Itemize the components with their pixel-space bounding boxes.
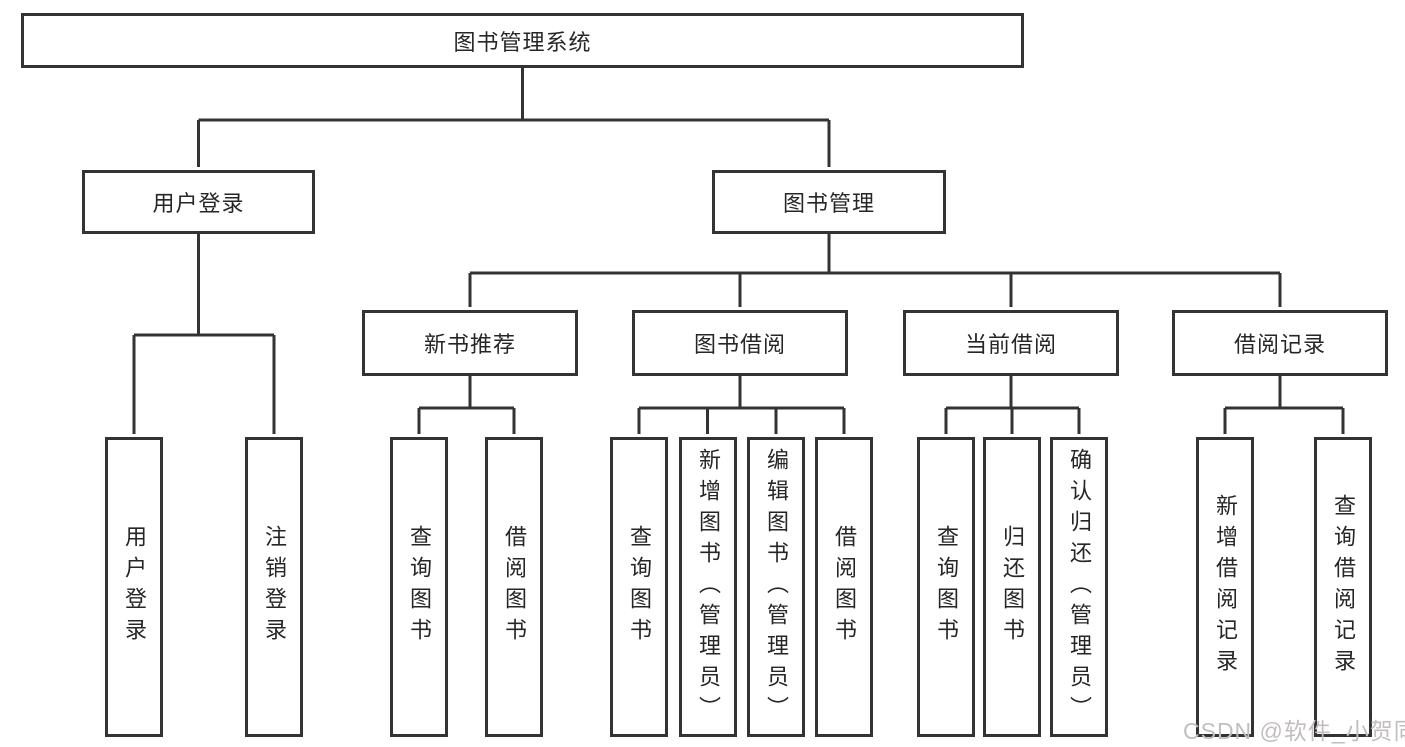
leaf-borrow-books: 借阅图书 [815, 437, 873, 737]
csdn-watermark: CSDN @软件_小贺同学 [1183, 718, 1405, 744]
leaf-label: 用户登录 [122, 525, 147, 649]
node-current-borrowing: 当前借阅 [903, 310, 1119, 376]
leaf-query-borrow-record: 查询借阅记录 [1314, 437, 1372, 737]
leaf-query-books-borrow: 查询图书 [610, 437, 668, 737]
leaf-borrow-books-recommend: 借阅图书 [485, 437, 543, 737]
leaf-label: 编辑图书（管理员） [764, 447, 789, 727]
node-library-management-system: 图书管理系统 [21, 13, 1024, 68]
leaf-label: 查询图书 [934, 525, 959, 649]
leaf-return-book: 归还图书 [983, 437, 1041, 737]
node-label: 用户登录 [152, 191, 245, 216]
leaf-query-books-recommend: 查询图书 [390, 437, 448, 737]
node-label: 当前借阅 [964, 332, 1057, 357]
node-book-management: 图书管理 [712, 170, 946, 234]
leaf-label: 借阅图书 [832, 525, 857, 649]
node-label: 图书管理系统 [453, 29, 592, 55]
node-label: 借阅记录 [1233, 332, 1326, 357]
leaf-label: 查询图书 [407, 525, 432, 649]
node-book-borrowing: 图书借阅 [632, 310, 848, 376]
node-label: 新书推荐 [423, 332, 516, 357]
leaf-add-borrow-record: 新增借阅记录 [1196, 437, 1254, 737]
leaf-label: 查询借阅记录 [1331, 494, 1356, 680]
leaf-logout: 注销登录 [245, 437, 303, 737]
node-label: 图书借阅 [693, 332, 786, 357]
leaf-label: 注销登录 [262, 525, 287, 649]
node-borrowing-records: 借阅记录 [1172, 310, 1388, 376]
leaf-add-book-admin: 新增图书（管理员） [679, 437, 737, 737]
leaf-label: 借阅图书 [502, 525, 527, 649]
node-user-login: 用户登录 [82, 170, 315, 234]
leaf-label: 归还图书 [1000, 525, 1025, 649]
node-new-book-recommendation: 新书推荐 [362, 310, 578, 376]
leaf-confirm-return-admin: 确认归还（管理员） [1050, 437, 1108, 737]
leaf-query-books-current: 查询图书 [917, 437, 975, 737]
leaf-label: 确认归还（管理员） [1067, 447, 1092, 727]
leaf-label: 新增图书（管理员） [696, 447, 721, 727]
leaf-label: 查询图书 [627, 525, 652, 649]
node-label: 图书管理 [782, 191, 875, 216]
leaf-label: 新增借阅记录 [1213, 494, 1238, 680]
leaf-edit-book-admin: 编辑图书（管理员） [747, 437, 805, 737]
leaf-user-login: 用户登录 [105, 437, 163, 737]
